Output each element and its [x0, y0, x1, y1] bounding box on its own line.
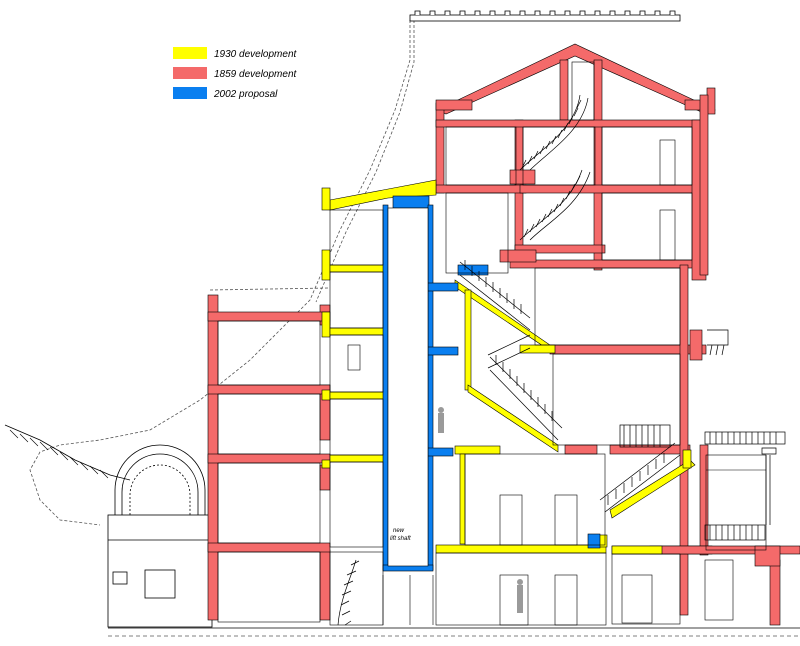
lift-shaft-label-name: lift shaft [390, 536, 411, 542]
left-annex [4, 424, 213, 628]
chimney-stack [409, 10, 681, 22]
staircases [337, 94, 786, 626]
neighbour-profile [29, 20, 415, 526]
legend-label-1859: 1859 development [214, 69, 298, 80]
lift-shaft-label-new: new [393, 528, 405, 534]
structure-1859 [207, 43, 800, 626]
lift-shaft [387, 207, 429, 567]
scale-figures [438, 407, 523, 613]
legend-swatch-1859 [173, 67, 207, 79]
structure-1930 [321, 179, 696, 555]
legend-swatch-1930 [173, 47, 207, 59]
legend: 1930 development 1859 development 2002 p… [173, 47, 298, 100]
legend-label-2002: 2002 proposal [213, 89, 278, 100]
legend-label-1930: 1930 development [214, 49, 298, 60]
legend-swatch-2002 [173, 87, 207, 99]
